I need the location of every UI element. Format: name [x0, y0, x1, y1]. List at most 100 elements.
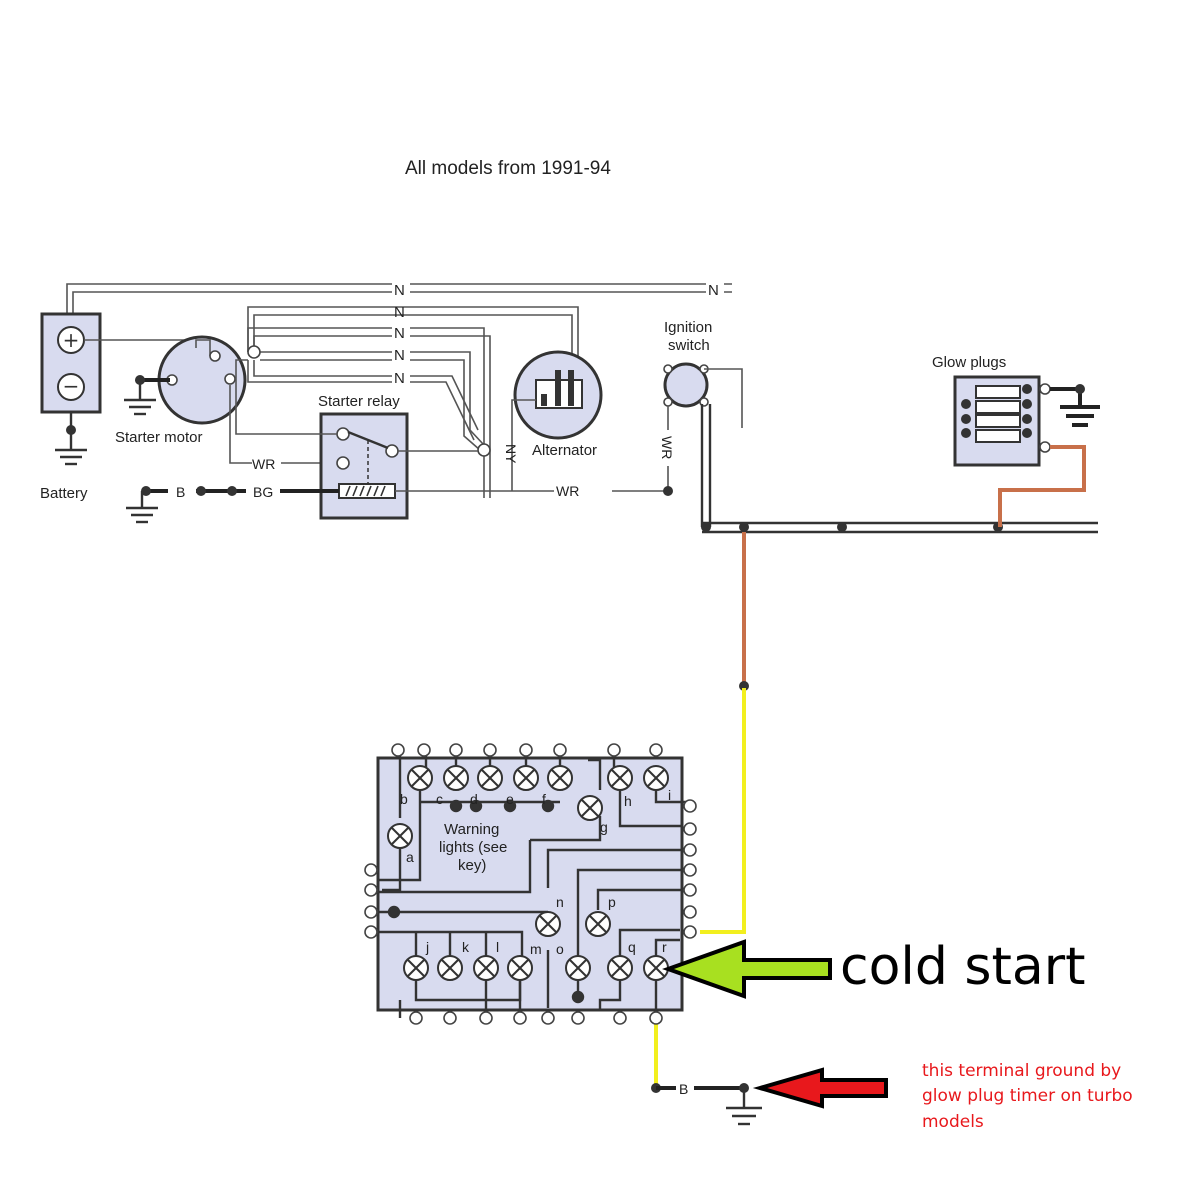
- relay-ground-icon: [126, 506, 158, 524]
- battery: + − Battery: [40, 312, 210, 502]
- warning-lamp-e: e: [506, 765, 539, 807]
- cold-start-ground-icon: [726, 1106, 762, 1126]
- panel-terminal-right: [683, 843, 697, 857]
- lamp-letter-o: o: [556, 941, 564, 957]
- wire-code-n-4: N: [394, 325, 405, 342]
- lamp-letter-f: f: [542, 791, 546, 807]
- panel-terminal-right: [683, 799, 697, 813]
- panel-terminal-left: [364, 863, 378, 877]
- lamp-letter-m: m: [530, 941, 542, 957]
- warning-lamp-q: q: [607, 939, 636, 981]
- panel-terminal-left: [364, 905, 378, 919]
- lamp-letter-e: e: [506, 791, 514, 807]
- warning-lamp-f: f: [542, 765, 573, 807]
- glow-plug-orange-wire: [998, 445, 1086, 527]
- panel-terminal-right: [683, 905, 697, 919]
- panel-terminal-bottom: [479, 1011, 493, 1025]
- wire-code-wr-3: WR: [659, 436, 675, 459]
- panel-terminal-right: [683, 863, 697, 877]
- panel-terminal-bottom: [571, 1011, 585, 1025]
- starter-relay-label: Starter relay: [318, 393, 400, 410]
- panel-terminal-bottom: [513, 1011, 527, 1025]
- wire-code-n-5: N: [394, 347, 405, 364]
- relay-ground-link: B BG: [126, 484, 339, 524]
- warning-lamp-i: i: [643, 765, 671, 803]
- ignition-switch-label-2: switch: [668, 337, 710, 354]
- panel-terminal-right: [683, 925, 697, 939]
- warning-lamp-h: h: [607, 765, 633, 809]
- warning-lamp-b: b: [400, 765, 433, 807]
- lamp-letter-c: c: [436, 791, 443, 807]
- lamp-letter-j: j: [425, 939, 429, 955]
- ground-note-arrow-icon: [752, 1067, 888, 1109]
- warning-lights-label-3: key): [458, 857, 486, 874]
- panel-terminal-bottom: [409, 1011, 423, 1025]
- lamp-letter-b: b: [400, 791, 408, 807]
- lamp-letter-g: g: [600, 819, 608, 835]
- warning-lamp-l: l: [473, 939, 499, 981]
- glow-plugs: Glow plugs: [932, 354, 1100, 467]
- lamp-letter-q: q: [628, 939, 636, 955]
- panel-terminal-bottom: [613, 1011, 627, 1025]
- panel-terminal-top: [553, 743, 567, 757]
- alternator: NY Alternator: [503, 350, 603, 491]
- ground-note-line-3: models: [922, 1112, 984, 1132]
- lamp-letter-k: k: [462, 939, 470, 955]
- starter-relay: Starter relay WR: [235, 359, 668, 520]
- ignition-switch-label-1: Ignition: [664, 319, 712, 336]
- wire-code-wr-1: WR: [252, 456, 275, 472]
- warning-lamp-d: d: [470, 765, 503, 807]
- warning-lamp-n: n: [535, 894, 564, 937]
- wire-code-n-1: N: [394, 282, 405, 299]
- wire-code-b-1: B: [176, 484, 185, 500]
- panel-terminal-top: [449, 743, 463, 757]
- lamp-letter-d: d: [470, 791, 478, 807]
- glow-plug-ground-icon: [1060, 405, 1100, 427]
- warning-lamp-j: j: [403, 939, 429, 981]
- ground-note-line-1: this terminal ground by: [922, 1061, 1121, 1081]
- n-wire-bundle: N N N N N N: [66, 279, 732, 498]
- lamp-letter-l: l: [496, 939, 499, 955]
- warning-lamp-g: g: [577, 795, 608, 835]
- warning-lamp-o: o: [556, 941, 591, 981]
- starter-ground-icon: [124, 398, 156, 416]
- panel-terminal-bottom: [443, 1011, 457, 1025]
- starter-motor-label: Starter motor: [115, 429, 203, 446]
- warning-lamp-p: p: [585, 894, 616, 937]
- panel-terminal-top: [607, 743, 621, 757]
- panel-terminal-right: [683, 883, 697, 897]
- wire-code-n-6: N: [394, 370, 405, 387]
- battery-ground-icon: [55, 448, 87, 466]
- battery-plus-icon: +: [63, 328, 80, 352]
- wire-code-ny: NY: [503, 444, 519, 464]
- lamp-letter-i: i: [668, 787, 671, 803]
- lamp-letter-h: h: [624, 793, 632, 809]
- starter-motor: Starter motor WR: [115, 335, 343, 472]
- warning-lights-label-1: Warning: [444, 821, 499, 838]
- panel-terminal-bottom: [541, 1011, 555, 1025]
- warning-lamp-a: a: [387, 823, 414, 865]
- lamp-letter-a: a: [406, 849, 414, 865]
- wire-code-wr-2: WR: [556, 483, 579, 499]
- cold-start-yellow-wire: [700, 688, 746, 934]
- wire-code-n-3: N: [394, 304, 405, 321]
- panel-terminal-top: [417, 743, 431, 757]
- warning-lamp-m: m: [507, 941, 542, 981]
- wire-code-b-2: B: [679, 1081, 688, 1097]
- battery-minus-icon: −: [63, 374, 80, 398]
- panel-terminal-top: [483, 743, 497, 757]
- panel-terminal-bottom: [649, 1011, 663, 1025]
- cold-start-arrow-icon: [662, 939, 832, 999]
- cold-start-annotation: cold start: [840, 937, 1086, 997]
- cold-start-ground: B: [651, 1081, 762, 1126]
- battery-label: Battery: [40, 485, 88, 502]
- ground-note-line-2: glow plug timer on turbo: [922, 1086, 1133, 1106]
- lamp-letter-r: r: [662, 939, 667, 955]
- alternator-label: Alternator: [532, 442, 597, 459]
- warning-lights-panel: a b c d e f gh i j k l m n o pq r Warning lights (see k…: [364, 743, 697, 1025]
- main-feed-bus: [701, 521, 1098, 534]
- lamp-letter-n: n: [556, 894, 564, 910]
- warning-lights-label-2: lights (see: [439, 839, 507, 856]
